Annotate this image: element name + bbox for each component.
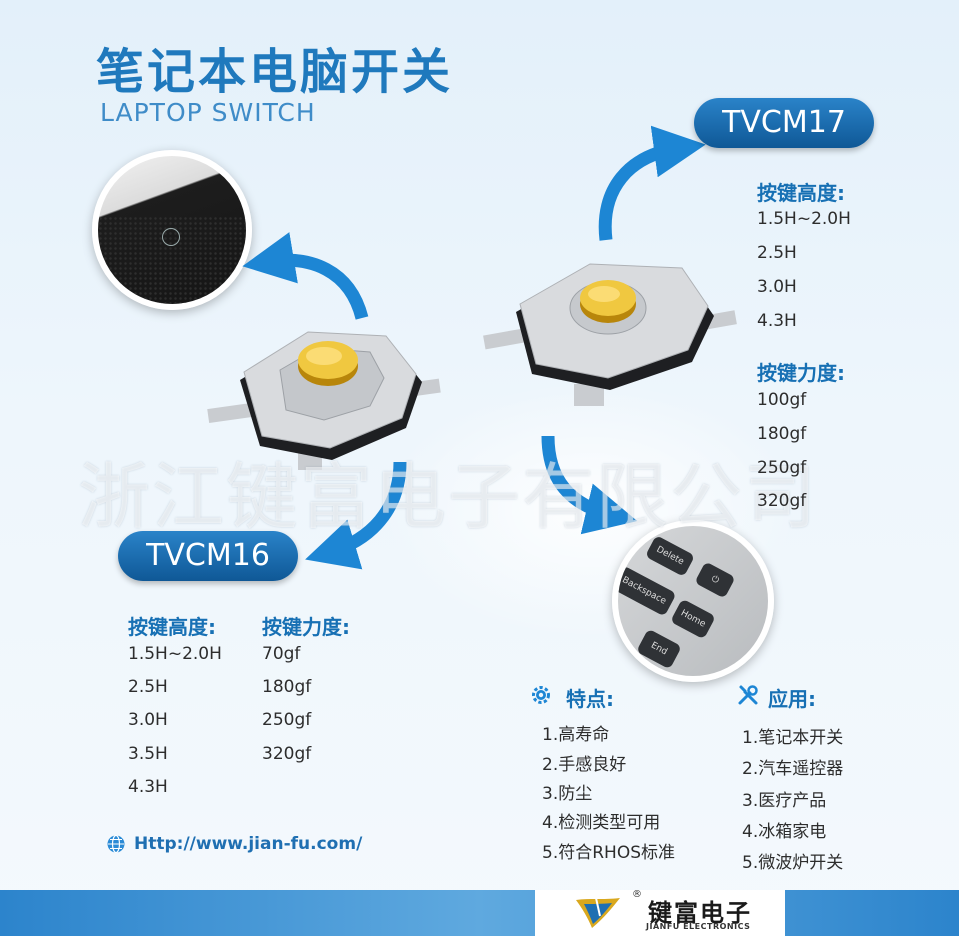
page-subtitle: LAPTOP SWITCH [100, 98, 316, 127]
tvcm17-height-2: 2.5H [757, 243, 797, 263]
globe-icon [106, 834, 126, 854]
application-item-3: 3.医疗产品 [742, 791, 827, 811]
tvcm16-model-badge: TVCM16 [118, 531, 298, 581]
arrow-to-tvcm16-icon [305, 461, 407, 570]
feature-item-3: 3.防尘 [542, 784, 593, 804]
arrow-to-tvcm17-icon [598, 125, 706, 241]
feature-item-1: 1.高寿命 [542, 725, 610, 745]
tvcm17-force-3: 250gf [757, 458, 807, 478]
brand-english-name: JIANFU ELECTRONICS [646, 922, 751, 931]
footer-bar [0, 890, 959, 936]
application-item-5: 5.微波炉开关 [742, 853, 844, 873]
brand-logo-icon [572, 894, 628, 932]
tvcm16-force-4: 320gf [262, 744, 312, 764]
feature-item-4: 4.检测类型可用 [542, 813, 661, 833]
tvcm17-model-badge: TVCM17 [694, 98, 874, 148]
tvcm17-force-1: 100gf [757, 390, 807, 410]
applications-heading: 应用: [768, 687, 816, 711]
feature-item-5: 5.符合RHOS标准 [542, 843, 675, 863]
page-title: 笔记本电脑开关 [96, 44, 454, 100]
gear-icon [530, 684, 552, 706]
switch-tvcm16-image [207, 331, 441, 470]
tvcm16-force-heading: 按键力度: [262, 615, 350, 639]
tvcm17-height-heading: 按键高度: [757, 181, 845, 205]
arrow-to-keyboard-icon [541, 435, 638, 535]
tvcm16-height-1: 1.5H~2.0H [128, 644, 222, 664]
arrow-to-laptop-icon [242, 232, 369, 320]
tvcm16-height-2: 2.5H [128, 677, 168, 697]
features-heading: 特点: [566, 687, 614, 711]
tvcm17-force-heading: 按键力度: [757, 361, 845, 385]
tvcm16-height-heading: 按键高度: [128, 615, 216, 639]
application-item-1: 1.笔记本开关 [742, 728, 844, 748]
application-item-4: 4.冰箱家电 [742, 822, 827, 842]
website-link[interactable]: Http://www.jian-fu.com/ [134, 834, 363, 854]
tvcm17-force-2: 180gf [757, 424, 807, 444]
application-item-2: 2.汽车遥控器 [742, 759, 844, 779]
laptop-power-closeup [92, 150, 252, 310]
tvcm16-force-2: 180gf [262, 677, 312, 697]
footer-brand-panel [535, 890, 785, 936]
tools-icon [736, 683, 760, 707]
company-watermark: 浙江键富电子有限公司 [78, 455, 819, 539]
tvcm17-height-4: 4.3H [757, 311, 797, 331]
brand-registered-mark: ® [632, 889, 642, 900]
tvcm17-height-3: 3.0H [757, 277, 797, 297]
tvcm16-force-3: 250gf [262, 710, 312, 730]
tvcm16-height-5: 4.3H [128, 777, 168, 797]
tvcm17-height-1: 1.5H~2.0H [757, 209, 851, 229]
tvcm16-force-1: 70gf [262, 644, 301, 664]
tvcm16-height-3: 3.0H [128, 710, 168, 730]
tvcm17-force-4: 320gf [757, 491, 807, 511]
feature-item-2: 2.手感良好 [542, 755, 627, 775]
brand-name: 键富电子 [648, 899, 752, 927]
switch-tvcm17-image [483, 263, 737, 406]
power-button-icon [162, 228, 180, 246]
tvcm16-height-4: 3.5H [128, 744, 168, 764]
keyboard-closeup: Delete ⏻ Backspace Home End [612, 520, 774, 682]
